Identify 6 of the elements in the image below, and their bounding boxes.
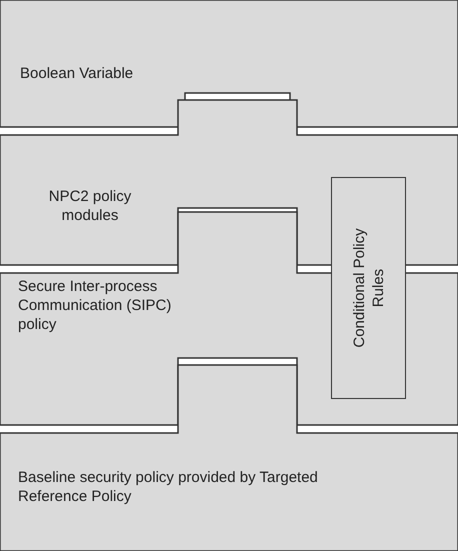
layer-label: Secure Inter-process Communication (SIPC) policy [18, 277, 172, 334]
layer-label: Boolean Variable [20, 64, 134, 83]
policy-box [331, 177, 406, 399]
layer-label: NPC2 policy modules [48, 187, 132, 225]
layer-label: Baseline security policy provided by Targeted Reference Policy [18, 468, 319, 506]
box-label: Conditional Policy Rules [350, 228, 388, 348]
